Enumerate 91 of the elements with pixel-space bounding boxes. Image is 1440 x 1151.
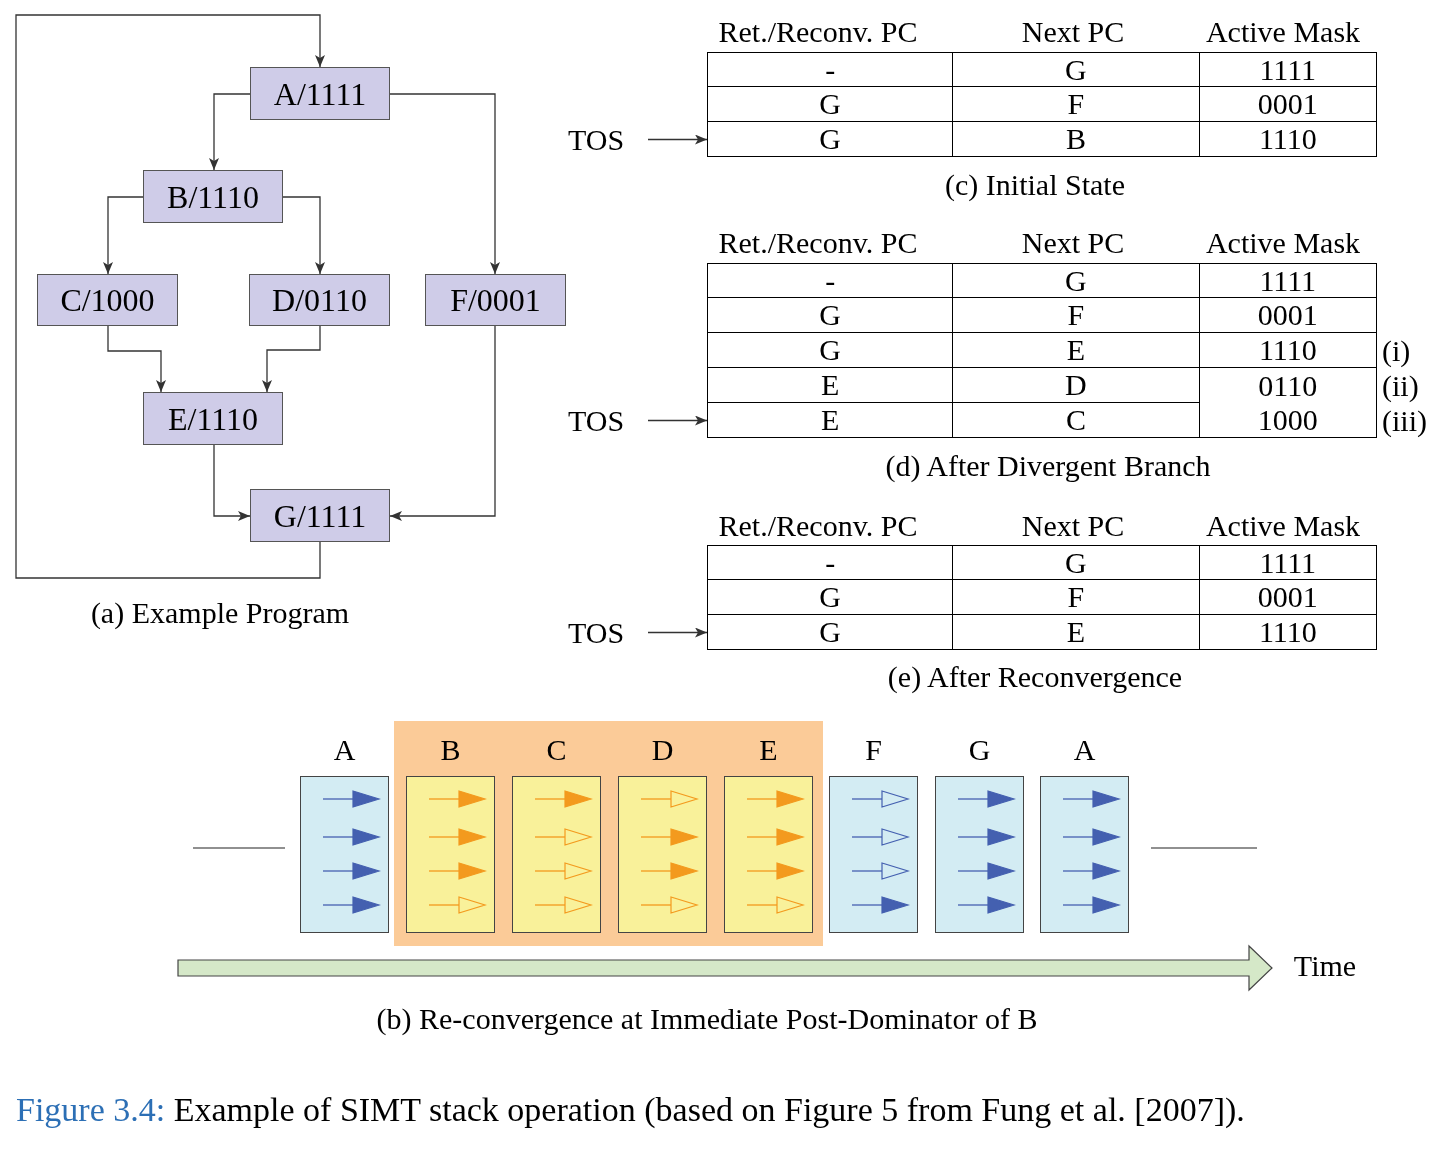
table-cell: 1110 bbox=[1199, 122, 1376, 157]
arrow bbox=[647, 627, 708, 638]
table-cell-text: 0110 bbox=[1257, 368, 1319, 403]
table-row bbox=[707, 298, 1377, 333]
arrow bbox=[647, 134, 708, 145]
table-cell: F bbox=[953, 580, 1200, 615]
axis-label: Time bbox=[1292, 949, 1358, 983]
table-cell: D bbox=[953, 368, 1200, 403]
process-box: A/1111 bbox=[250, 67, 390, 120]
block-label: G bbox=[967, 733, 992, 767]
process-box: E/1110 bbox=[143, 392, 283, 445]
table-cell: - bbox=[708, 264, 954, 298]
caption-text: Next PC bbox=[1020, 15, 1126, 49]
arrow bbox=[262, 325, 321, 393]
table-cell: F bbox=[953, 87, 1200, 122]
table-cell: G bbox=[708, 298, 954, 333]
caption-text: Ret./Reconv. PC bbox=[717, 226, 919, 260]
table-cell: 1110 bbox=[1199, 615, 1376, 650]
block-label: B bbox=[439, 733, 462, 767]
table-row bbox=[707, 615, 1377, 650]
table-cell: C bbox=[953, 403, 1200, 438]
table-cell: G bbox=[708, 122, 954, 157]
table-cell: G bbox=[708, 580, 954, 615]
arrow bbox=[282, 196, 325, 275]
table-cell: G bbox=[708, 615, 954, 650]
table-cell: E bbox=[708, 368, 954, 403]
caption-text: (c) Initial State bbox=[944, 168, 1126, 202]
table-cell: E bbox=[953, 615, 1200, 650]
table-cell: 1111 bbox=[1199, 546, 1376, 580]
table-cell: 1111 bbox=[1199, 264, 1376, 298]
arrow bbox=[107, 325, 166, 393]
table-row bbox=[707, 545, 1377, 580]
table-row bbox=[707, 122, 1377, 157]
process-box: G/1111 bbox=[250, 489, 390, 542]
table-cell: G bbox=[953, 53, 1200, 87]
table-cell: E bbox=[953, 333, 1200, 368]
caption-text: Active Mask bbox=[1204, 226, 1362, 260]
arrow bbox=[103, 196, 144, 275]
caption-text: (e) After Reconvergence bbox=[886, 660, 1184, 694]
process-box: C/1000 bbox=[37, 274, 178, 326]
row-marker: (iii) bbox=[1382, 403, 1427, 438]
caption-text: Next PC bbox=[1020, 509, 1126, 543]
arrow bbox=[389, 325, 496, 521]
table-row bbox=[707, 52, 1377, 87]
caption-text: Active Mask bbox=[1204, 15, 1362, 49]
arrow bbox=[213, 444, 251, 521]
table-cell: 1000 bbox=[1199, 403, 1376, 438]
table-cell: F bbox=[953, 298, 1200, 333]
caption-text: Ret./Reconv. PC bbox=[717, 15, 919, 49]
divergence-band bbox=[394, 721, 823, 946]
figure-caption: Figure 3.4: Example of SIMT stack operation (based on Figure 5 from Fung et al. [2007]). bbox=[16, 1090, 1245, 1130]
table-row bbox=[707, 263, 1377, 298]
block-label: A bbox=[332, 733, 357, 767]
table-cell: G bbox=[708, 87, 954, 122]
table-cell: - bbox=[708, 53, 954, 87]
table-row bbox=[707, 580, 1377, 615]
arrow bbox=[647, 415, 708, 426]
table-cell: G bbox=[953, 546, 1200, 580]
table-cell: E bbox=[708, 403, 954, 438]
table-row bbox=[707, 87, 1377, 122]
arrow bbox=[15, 14, 325, 579]
table-cell: 1110 bbox=[1199, 333, 1376, 368]
table-cell: 1111 bbox=[1199, 53, 1376, 87]
stack-pointer-label: TOS bbox=[568, 122, 648, 157]
table-cell: 0001 bbox=[1199, 580, 1376, 615]
process-box: D/0110 bbox=[249, 274, 390, 326]
block-label: F bbox=[864, 733, 883, 767]
caption-text: Next PC bbox=[1020, 226, 1126, 260]
process-box: B/1110 bbox=[143, 170, 283, 223]
table-cell: 0001 bbox=[1199, 87, 1376, 122]
table-cell: B bbox=[953, 122, 1200, 157]
caption-text: Active Mask bbox=[1204, 509, 1362, 543]
block-label: E bbox=[758, 733, 779, 767]
table-cell: - bbox=[708, 546, 954, 580]
arrow bbox=[389, 93, 500, 275]
stack-pointer-label: TOS bbox=[568, 403, 648, 438]
caption-text: (a) Example Program bbox=[89, 596, 351, 630]
process-box: F/0001 bbox=[425, 274, 566, 326]
row-marker: (i) bbox=[1382, 333, 1411, 368]
block-label: D bbox=[650, 733, 675, 767]
stack-pointer-label: TOS bbox=[568, 615, 648, 650]
table-cell: G bbox=[708, 333, 954, 368]
table-cell: 0001 bbox=[1199, 298, 1376, 333]
caption-text: (d) After Divergent Branch bbox=[884, 449, 1212, 483]
block-label: A bbox=[1072, 733, 1097, 767]
block-label: C bbox=[545, 733, 568, 767]
arrow bbox=[209, 93, 251, 171]
caption-text: Ret./Reconv. PC bbox=[717, 509, 919, 543]
table-cell: G bbox=[953, 264, 1200, 298]
row-marker: (ii) bbox=[1382, 368, 1419, 403]
caption-text: (b) Re-convergence at Immediate Post-Dominator of B bbox=[375, 1002, 1039, 1036]
